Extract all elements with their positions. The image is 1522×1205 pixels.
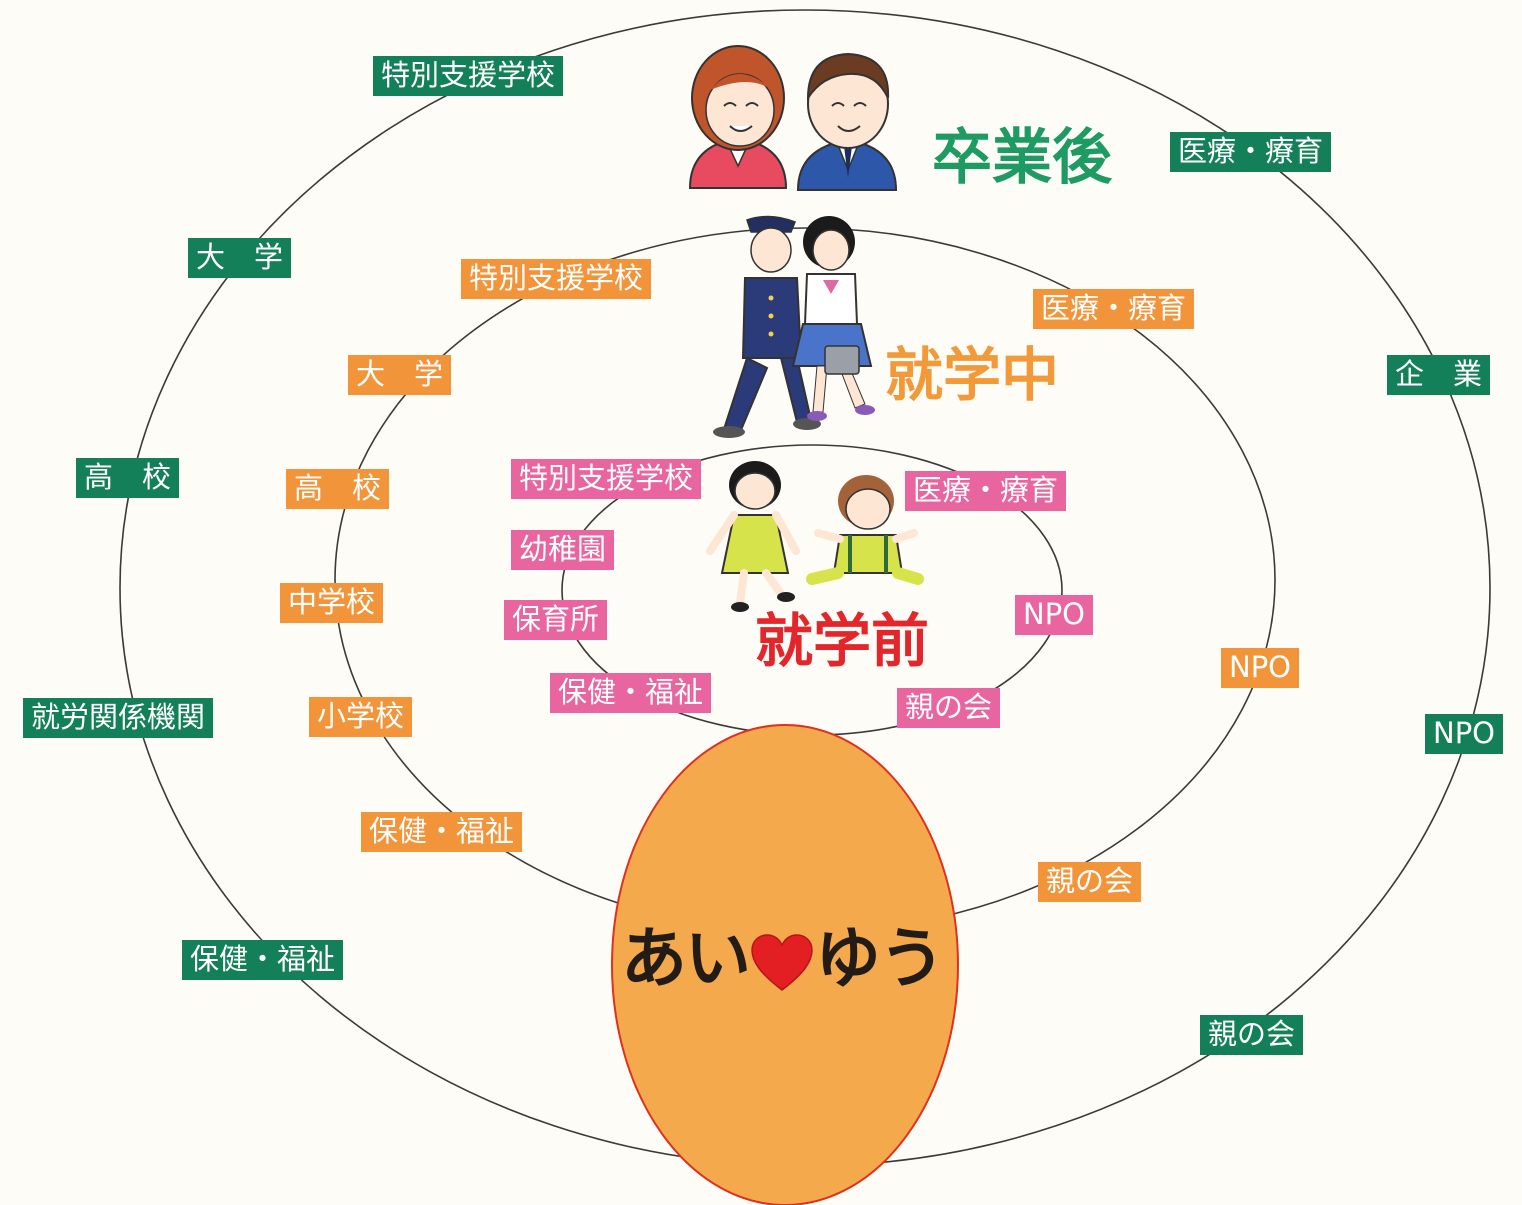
center-label: あいゆう (612, 905, 952, 1001)
woman-figure (688, 45, 788, 189)
outer-tag-university: 大 学 (188, 238, 292, 278)
outer-tag-company: 企 業 (1387, 355, 1491, 395)
outer-tag-special-school: 特別支援学校 (373, 56, 564, 96)
inner-tag-parents-group: 親の会 (897, 688, 1001, 728)
outer-tag-high-school: 高 校 (76, 458, 180, 498)
inner-tag-medical: 医療・療育 (905, 471, 1067, 511)
center-label-right: ゆう (815, 920, 945, 997)
stage-title-after-graduation: 卒業後 (932, 123, 1112, 193)
middle-tag-medical: 医療・療育 (1033, 289, 1195, 329)
boy-child-figure (806, 475, 924, 585)
inner-tag-kindergarten: 幼稚園 (511, 530, 615, 570)
middle-tag-university: 大 学 (348, 355, 452, 395)
outer-tag-health-welfare: 保健・福祉 (182, 940, 344, 980)
inner-tag-npo: NPO (1015, 595, 1094, 635)
middle-tag-parents-group: 親の会 (1038, 862, 1142, 902)
middle-tag-high-school: 高 校 (286, 469, 390, 509)
center-label-left: あい (621, 920, 751, 997)
man-figure (796, 52, 898, 191)
adults-illustration (688, 45, 898, 191)
inner-tag-special-school: 特別支援学校 (511, 459, 702, 499)
middle-tag-npo: NPO (1221, 648, 1300, 688)
inner-tag-nursery: 保育所 (504, 600, 608, 640)
middle-tag-health-welfare: 保健・福祉 (361, 812, 523, 852)
boy-student-figure (713, 215, 821, 438)
stage-title-in-school: 就学中 (885, 341, 1060, 409)
outer-tag-npo: NPO (1425, 714, 1504, 754)
girl-child-figure (706, 461, 800, 612)
children-illustration (706, 461, 924, 612)
girl-student-figure (791, 216, 875, 421)
heart-icon (751, 934, 813, 991)
middle-tag-elementary: 小学校 (309, 697, 413, 737)
middle-tag-special-school: 特別支援学校 (461, 259, 652, 299)
stage-title-preschool: 就学前 (755, 607, 930, 675)
students-illustration (713, 215, 875, 438)
middle-tag-junior-high: 中学校 (280, 583, 384, 623)
inner-tag-health-welfare: 保健・福祉 (550, 673, 712, 713)
outer-tag-parents-group: 親の会 (1200, 1015, 1304, 1055)
outer-tag-medical: 医療・療育 (1170, 132, 1332, 172)
outer-tag-employment-agency: 就労関係機関 (23, 698, 214, 738)
